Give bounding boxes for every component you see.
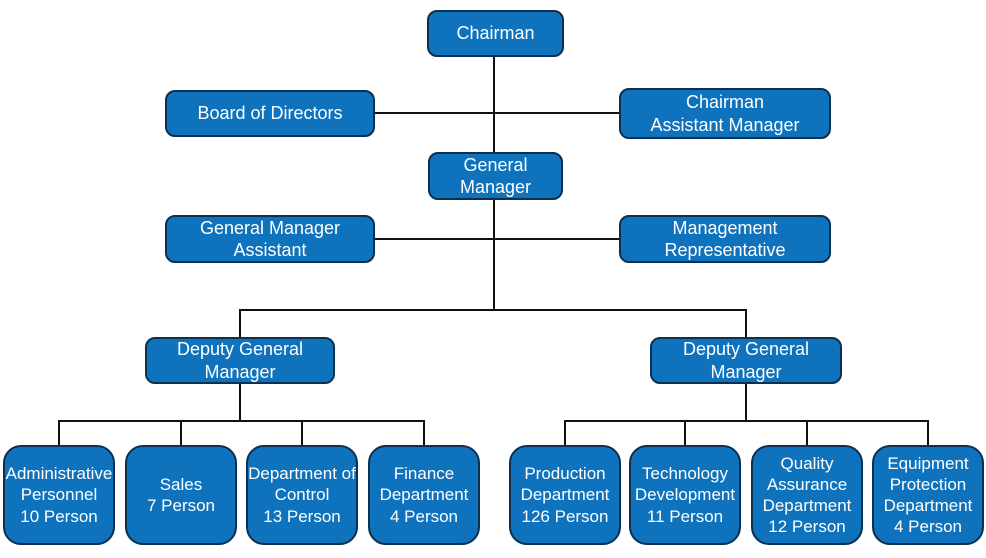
node-general-manager-assistant: General Manager Assistant: [165, 215, 375, 263]
node-department-of-control: Department of Control 13 Person: [246, 445, 358, 545]
node-deputy-general-manager-right: Deputy General Manager: [650, 337, 842, 384]
connector-drop-dept-of-control: [301, 420, 303, 445]
connector-deputy-right-to-children: [745, 384, 747, 422]
connector-general-manager-to-branch: [493, 200, 495, 310]
connector-right-children-horizontal: [564, 420, 929, 422]
node-chairman: Chairman: [427, 10, 564, 57]
connector-drop-equipment: [927, 420, 929, 445]
connector-drop-quality-assurance: [806, 420, 808, 445]
connector-drop-production: [564, 420, 566, 445]
connector-drop-administrative: [58, 420, 60, 445]
node-technology-development: Technology Development 11 Person: [629, 445, 741, 545]
connector-drop-sales: [180, 420, 182, 445]
node-management-representative: Management Representative: [619, 215, 831, 263]
connector-drop-technology: [684, 420, 686, 445]
node-chairman-assistant-manager: Chairman Assistant Manager: [619, 88, 831, 139]
connector-drop-finance: [423, 420, 425, 445]
node-sales: Sales 7 Person: [125, 445, 237, 545]
node-equipment-protection-department: Equipment Protection Department 4 Person: [872, 445, 984, 545]
connector-chairman-to-general-manager: [493, 57, 495, 152]
node-quality-assurance-department: Quality Assurance Department 12 Person: [751, 445, 863, 545]
connector-drop-deputy-left: [239, 309, 241, 337]
node-production-department: Production Department 126 Person: [509, 445, 621, 545]
node-general-manager: General Manager: [428, 152, 563, 200]
node-board-of-directors: Board of Directors: [165, 90, 375, 137]
connector-deputy-branch-horizontal: [239, 309, 747, 311]
node-finance-department: Finance Department 4 Person: [368, 445, 480, 545]
connector-gm-assistant-to-representative: [375, 238, 619, 240]
connector-left-children-horizontal: [58, 420, 425, 422]
node-deputy-general-manager-left: Deputy General Manager: [145, 337, 335, 384]
connector-deputy-left-to-children: [239, 384, 241, 422]
connector-drop-deputy-right: [745, 309, 747, 337]
connector-board-to-chairman-assistant: [375, 112, 619, 114]
node-administrative-personnel: Administrative Personnel 10 Person: [3, 445, 115, 545]
